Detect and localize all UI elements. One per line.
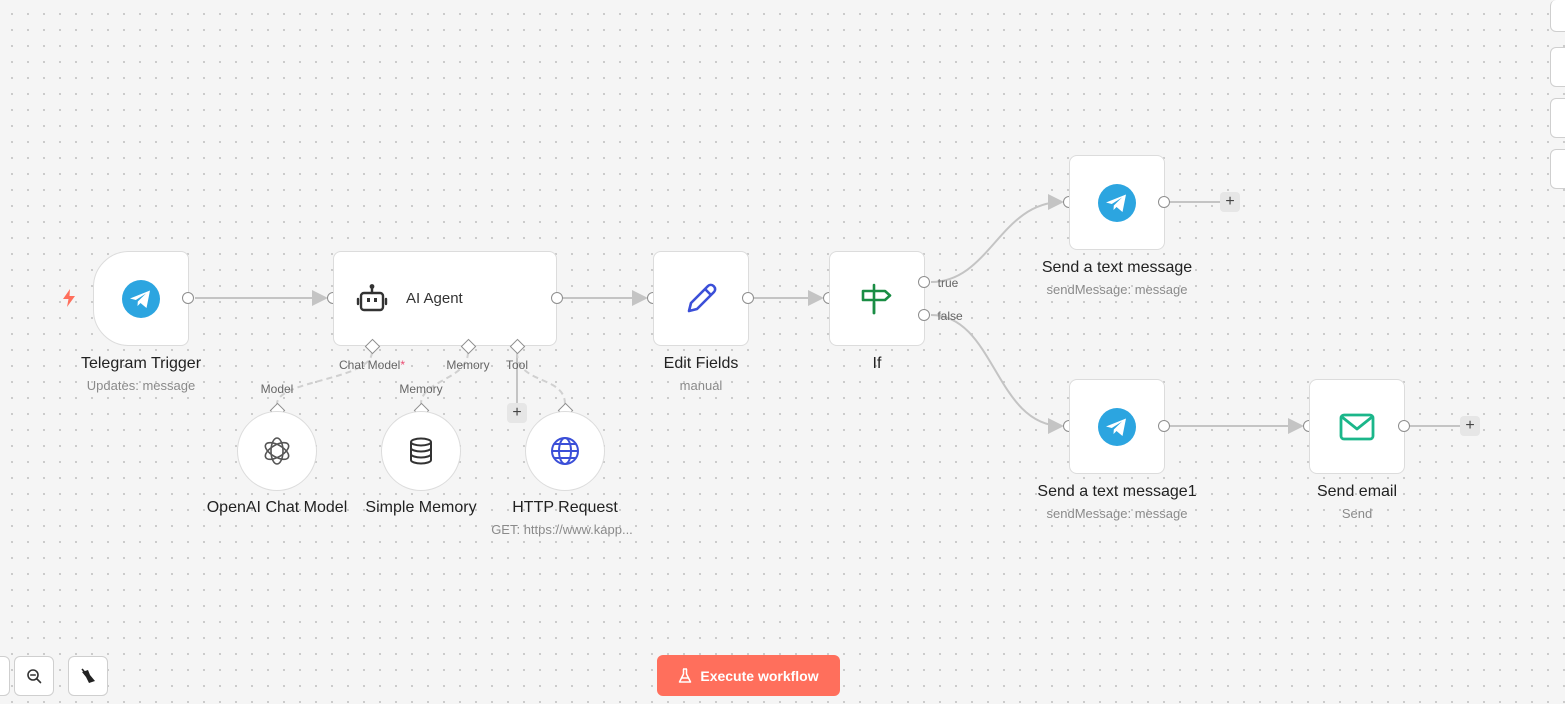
telegram-icon: [1098, 407, 1136, 446]
if-false-label: false: [937, 309, 963, 323]
openai-chat-model-node[interactable]: [237, 411, 317, 491]
telegram-icon: [122, 279, 160, 318]
telegram-icon: [1098, 183, 1136, 222]
chat-model-required-mark: *: [400, 358, 406, 372]
ai-agent-output-port[interactable]: [551, 292, 563, 304]
ai-agent-title: AI Agent: [406, 290, 463, 307]
send-text-message-add-button[interactable]: +: [1220, 192, 1240, 212]
simple-memory-title: Simple Memory: [365, 499, 477, 516]
globe-icon: [551, 437, 579, 465]
trigger-bolt-icon: [63, 289, 75, 307]
if-node[interactable]: [829, 251, 925, 346]
send-text-message-output-port[interactable]: [1158, 196, 1170, 208]
send-text-message1-subtitle: sendMessage: message: [1046, 506, 1188, 521]
memory-connector-label: Memory: [446, 358, 490, 372]
edit-fields-title: Edit Fields: [663, 355, 739, 372]
right-panel-button-1[interactable]: [1550, 0, 1565, 32]
if-true-output-port[interactable]: [918, 276, 930, 288]
chat-model-connector-text: Chat Model: [338, 358, 401, 372]
http-request-subtitle: GET: https://www.kapp...: [491, 522, 633, 537]
broom-icon: [81, 668, 95, 683]
ai-agent-node[interactable]: AI Agent: [333, 251, 557, 346]
telegram-trigger-subtitle: Updates: message: [86, 378, 196, 393]
chat-model-connector-label: Chat Model*: [339, 358, 405, 372]
zoom-out-icon: [27, 669, 42, 684]
edit-fields-output-port[interactable]: [742, 292, 754, 304]
edge-if-false-send1[interactable]: [930, 314, 1064, 434]
send-email-subtitle: Send: [1341, 506, 1373, 521]
if-false-output-port[interactable]: [918, 309, 930, 321]
send-email-add-button[interactable]: +: [1460, 416, 1480, 436]
add-tool-button[interactable]: +: [507, 403, 527, 423]
zoom-out-button[interactable]: [14, 656, 54, 696]
send-email-output-port[interactable]: [1398, 420, 1410, 432]
database-icon: [410, 437, 432, 465]
tidy-up-button[interactable]: [68, 656, 108, 696]
signpost-icon: [861, 283, 892, 314]
send-text-message-title: Send a text message: [1041, 259, 1193, 276]
simple-memory-node[interactable]: [381, 411, 461, 491]
send-text-message1-node[interactable]: [1069, 379, 1165, 474]
if-title: If: [872, 355, 882, 372]
http-request-node[interactable]: [525, 411, 605, 491]
edit-fields-subtitle: manual: [679, 378, 723, 393]
send-text-message-subtitle: sendMessage: message: [1046, 282, 1188, 297]
telegram-trigger-output-port[interactable]: [182, 292, 194, 304]
openai-model-input-label: Model: [260, 382, 294, 396]
execute-workflow-label: Execute workflow: [700, 667, 819, 684]
if-true-label: true: [937, 276, 959, 290]
send-text-message-node[interactable]: [1069, 155, 1165, 250]
pencil-icon: [687, 283, 717, 312]
openai-chat-model-title: OpenAI Chat Model: [206, 499, 348, 516]
telegram-trigger-title: Telegram Trigger: [80, 355, 202, 372]
send-text-message1-output-port[interactable]: [1158, 420, 1170, 432]
flask-icon: [679, 667, 692, 683]
send-text-message1-title: Send a text message1: [1037, 483, 1197, 500]
envelope-icon: [1339, 413, 1375, 440]
send-email-node[interactable]: [1309, 379, 1405, 474]
right-panel-button-4[interactable]: [1550, 149, 1565, 189]
right-panel-button-2[interactable]: [1550, 47, 1565, 87]
http-request-title: HTTP Request: [512, 499, 618, 516]
send-email-title: Send email: [1316, 483, 1398, 500]
execute-workflow-button[interactable]: Execute workflow: [657, 655, 840, 696]
left-edge-control[interactable]: [0, 656, 10, 696]
edit-fields-node[interactable]: [653, 251, 749, 346]
right-panel-button-3[interactable]: [1550, 98, 1565, 138]
robot-icon: [356, 283, 388, 311]
simple-memory-input-label: Memory: [399, 382, 443, 396]
tool-connector-label: Tool: [505, 358, 529, 372]
openai-icon: [264, 437, 290, 465]
telegram-trigger-node[interactable]: [93, 251, 189, 346]
